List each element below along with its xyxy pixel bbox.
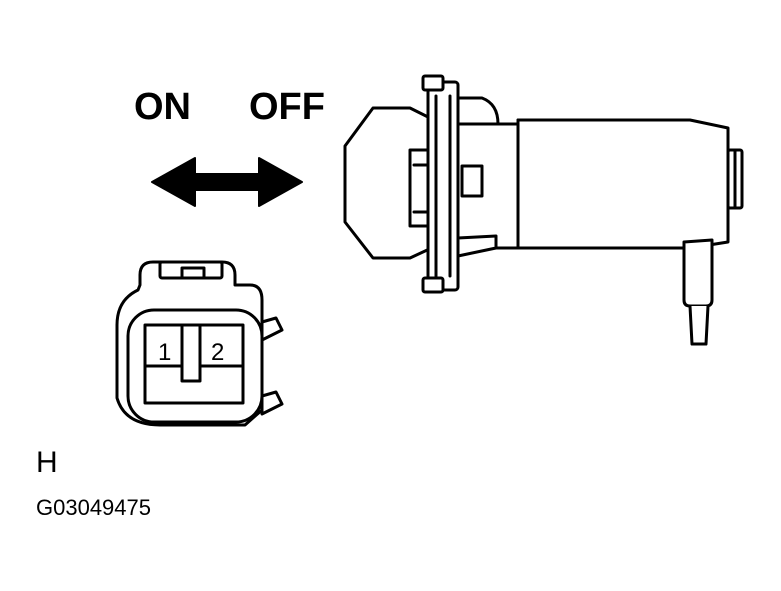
- connector-drawing: [115, 260, 284, 427]
- connector-ear-top: [260, 316, 284, 342]
- figure-code: G03049475: [36, 495, 151, 520]
- off-label: OFF: [249, 86, 325, 128]
- motor-housing: [516, 118, 730, 250]
- pin-1-label: 1: [158, 339, 171, 366]
- double-arrow-icon: [151, 157, 303, 207]
- on-label: ON: [134, 86, 191, 128]
- pin-2-label: 2: [211, 339, 224, 366]
- cable: [688, 304, 710, 346]
- connector-ear-bottom: [260, 390, 284, 416]
- mounting-flange: [426, 80, 460, 292]
- cable-gland: [682, 238, 714, 308]
- center-key: [180, 323, 202, 383]
- view-letter: H: [36, 446, 58, 479]
- actuator-drawing: [343, 74, 744, 346]
- knob-neck: [408, 148, 430, 228]
